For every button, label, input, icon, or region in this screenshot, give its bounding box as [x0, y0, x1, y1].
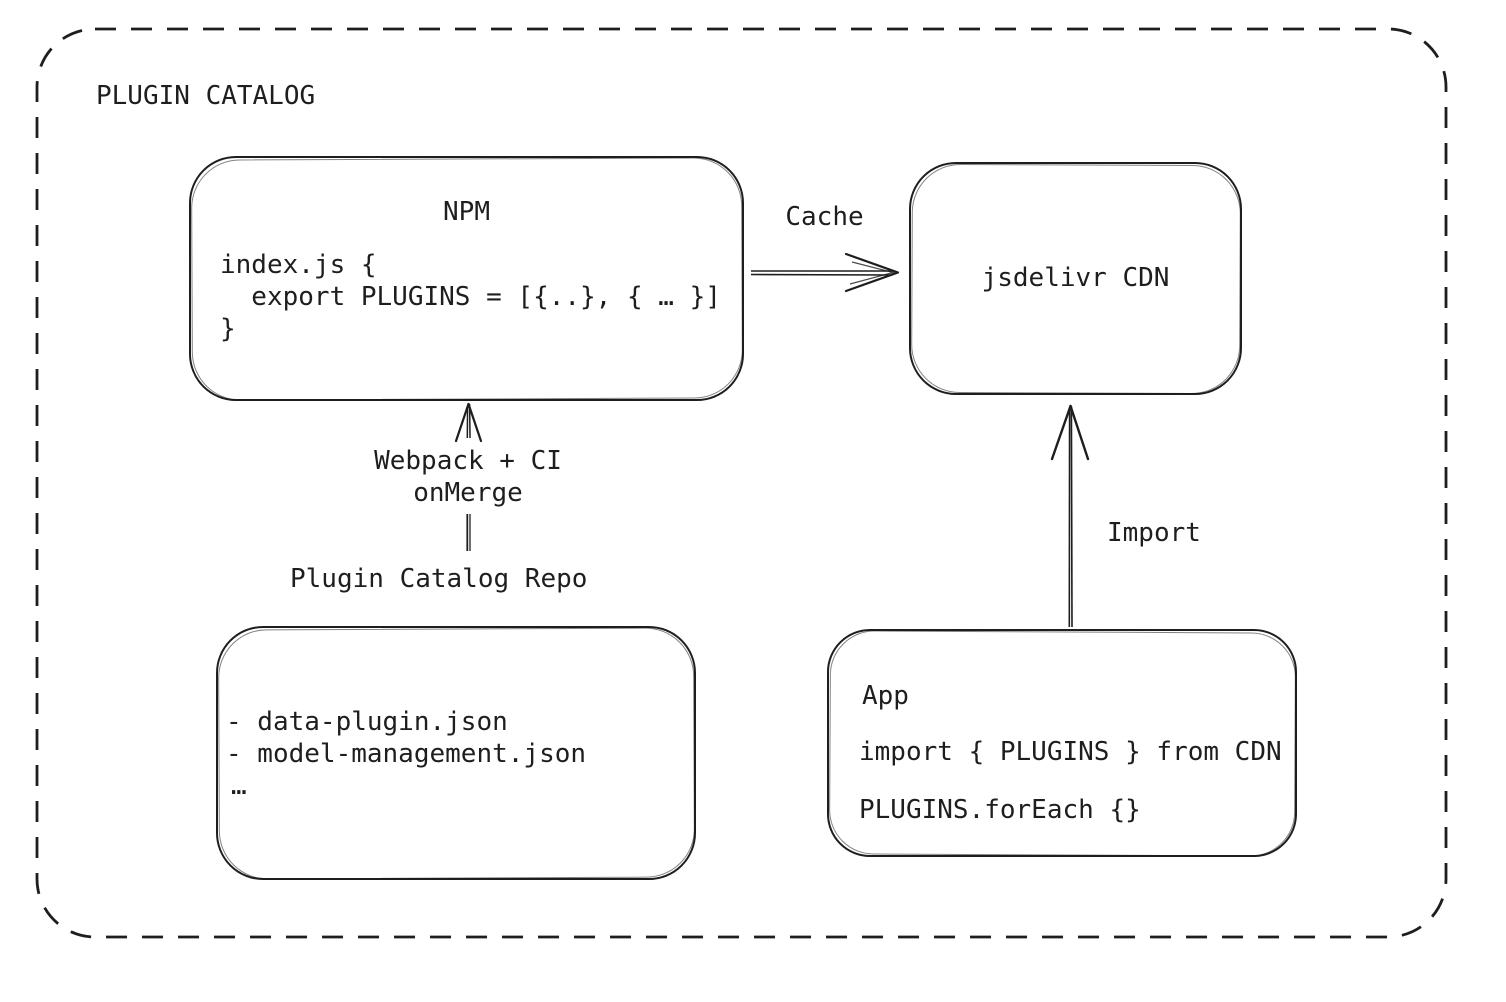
npm-box-shape-sketch-echo — [191, 157, 743, 401]
webpack-arrow — [454, 402, 483, 551]
webpack-arrow-label-line1: Webpack + CI — [374, 446, 562, 476]
npm-code-line: export PLUGINS = [{..}, { … }] — [220, 282, 721, 312]
webpack-arrow-label-line2: onMerge — [413, 478, 523, 508]
cdn-box-shape-sketch-echo — [911, 163, 1241, 395]
npm-box-shape — [189, 156, 744, 401]
app-box-shape-sketch-echo — [829, 630, 1296, 857]
cdn-box-shape — [909, 162, 1242, 395]
repo-box-shape-sketch-echo — [218, 627, 695, 880]
cache-arrow — [750, 252, 900, 293]
cache-arrow-label: Cache — [785, 202, 864, 232]
npm-code-line: } — [220, 314, 236, 344]
app-code-line: import { PLUGINS } from CDN — [859, 737, 1282, 767]
app-box-title: App — [862, 681, 909, 711]
diagram-title: PLUGIN CATALOG — [96, 81, 316, 111]
npm-box-title: NPM — [443, 197, 490, 227]
repo-file-item: … — [231, 771, 247, 801]
cdn-box-label: jsdelivr CDN — [981, 263, 1170, 293]
import-arrow — [1050, 404, 1090, 628]
npm-code-line: index.js { — [220, 250, 377, 280]
repo-box-shape — [216, 626, 696, 880]
import-arrow-label: Import — [1107, 518, 1201, 548]
repo-file-item: - data-plugin.json — [226, 707, 508, 737]
repo-file-item: - model-management.json — [226, 739, 587, 769]
app-code-line: PLUGINS.forEach {} — [859, 795, 1141, 825]
catalog-frame-shape — [35, 27, 1448, 939]
app-box-shape — [827, 629, 1297, 857]
repo-box-label: Plugin Catalog Repo — [290, 564, 588, 594]
